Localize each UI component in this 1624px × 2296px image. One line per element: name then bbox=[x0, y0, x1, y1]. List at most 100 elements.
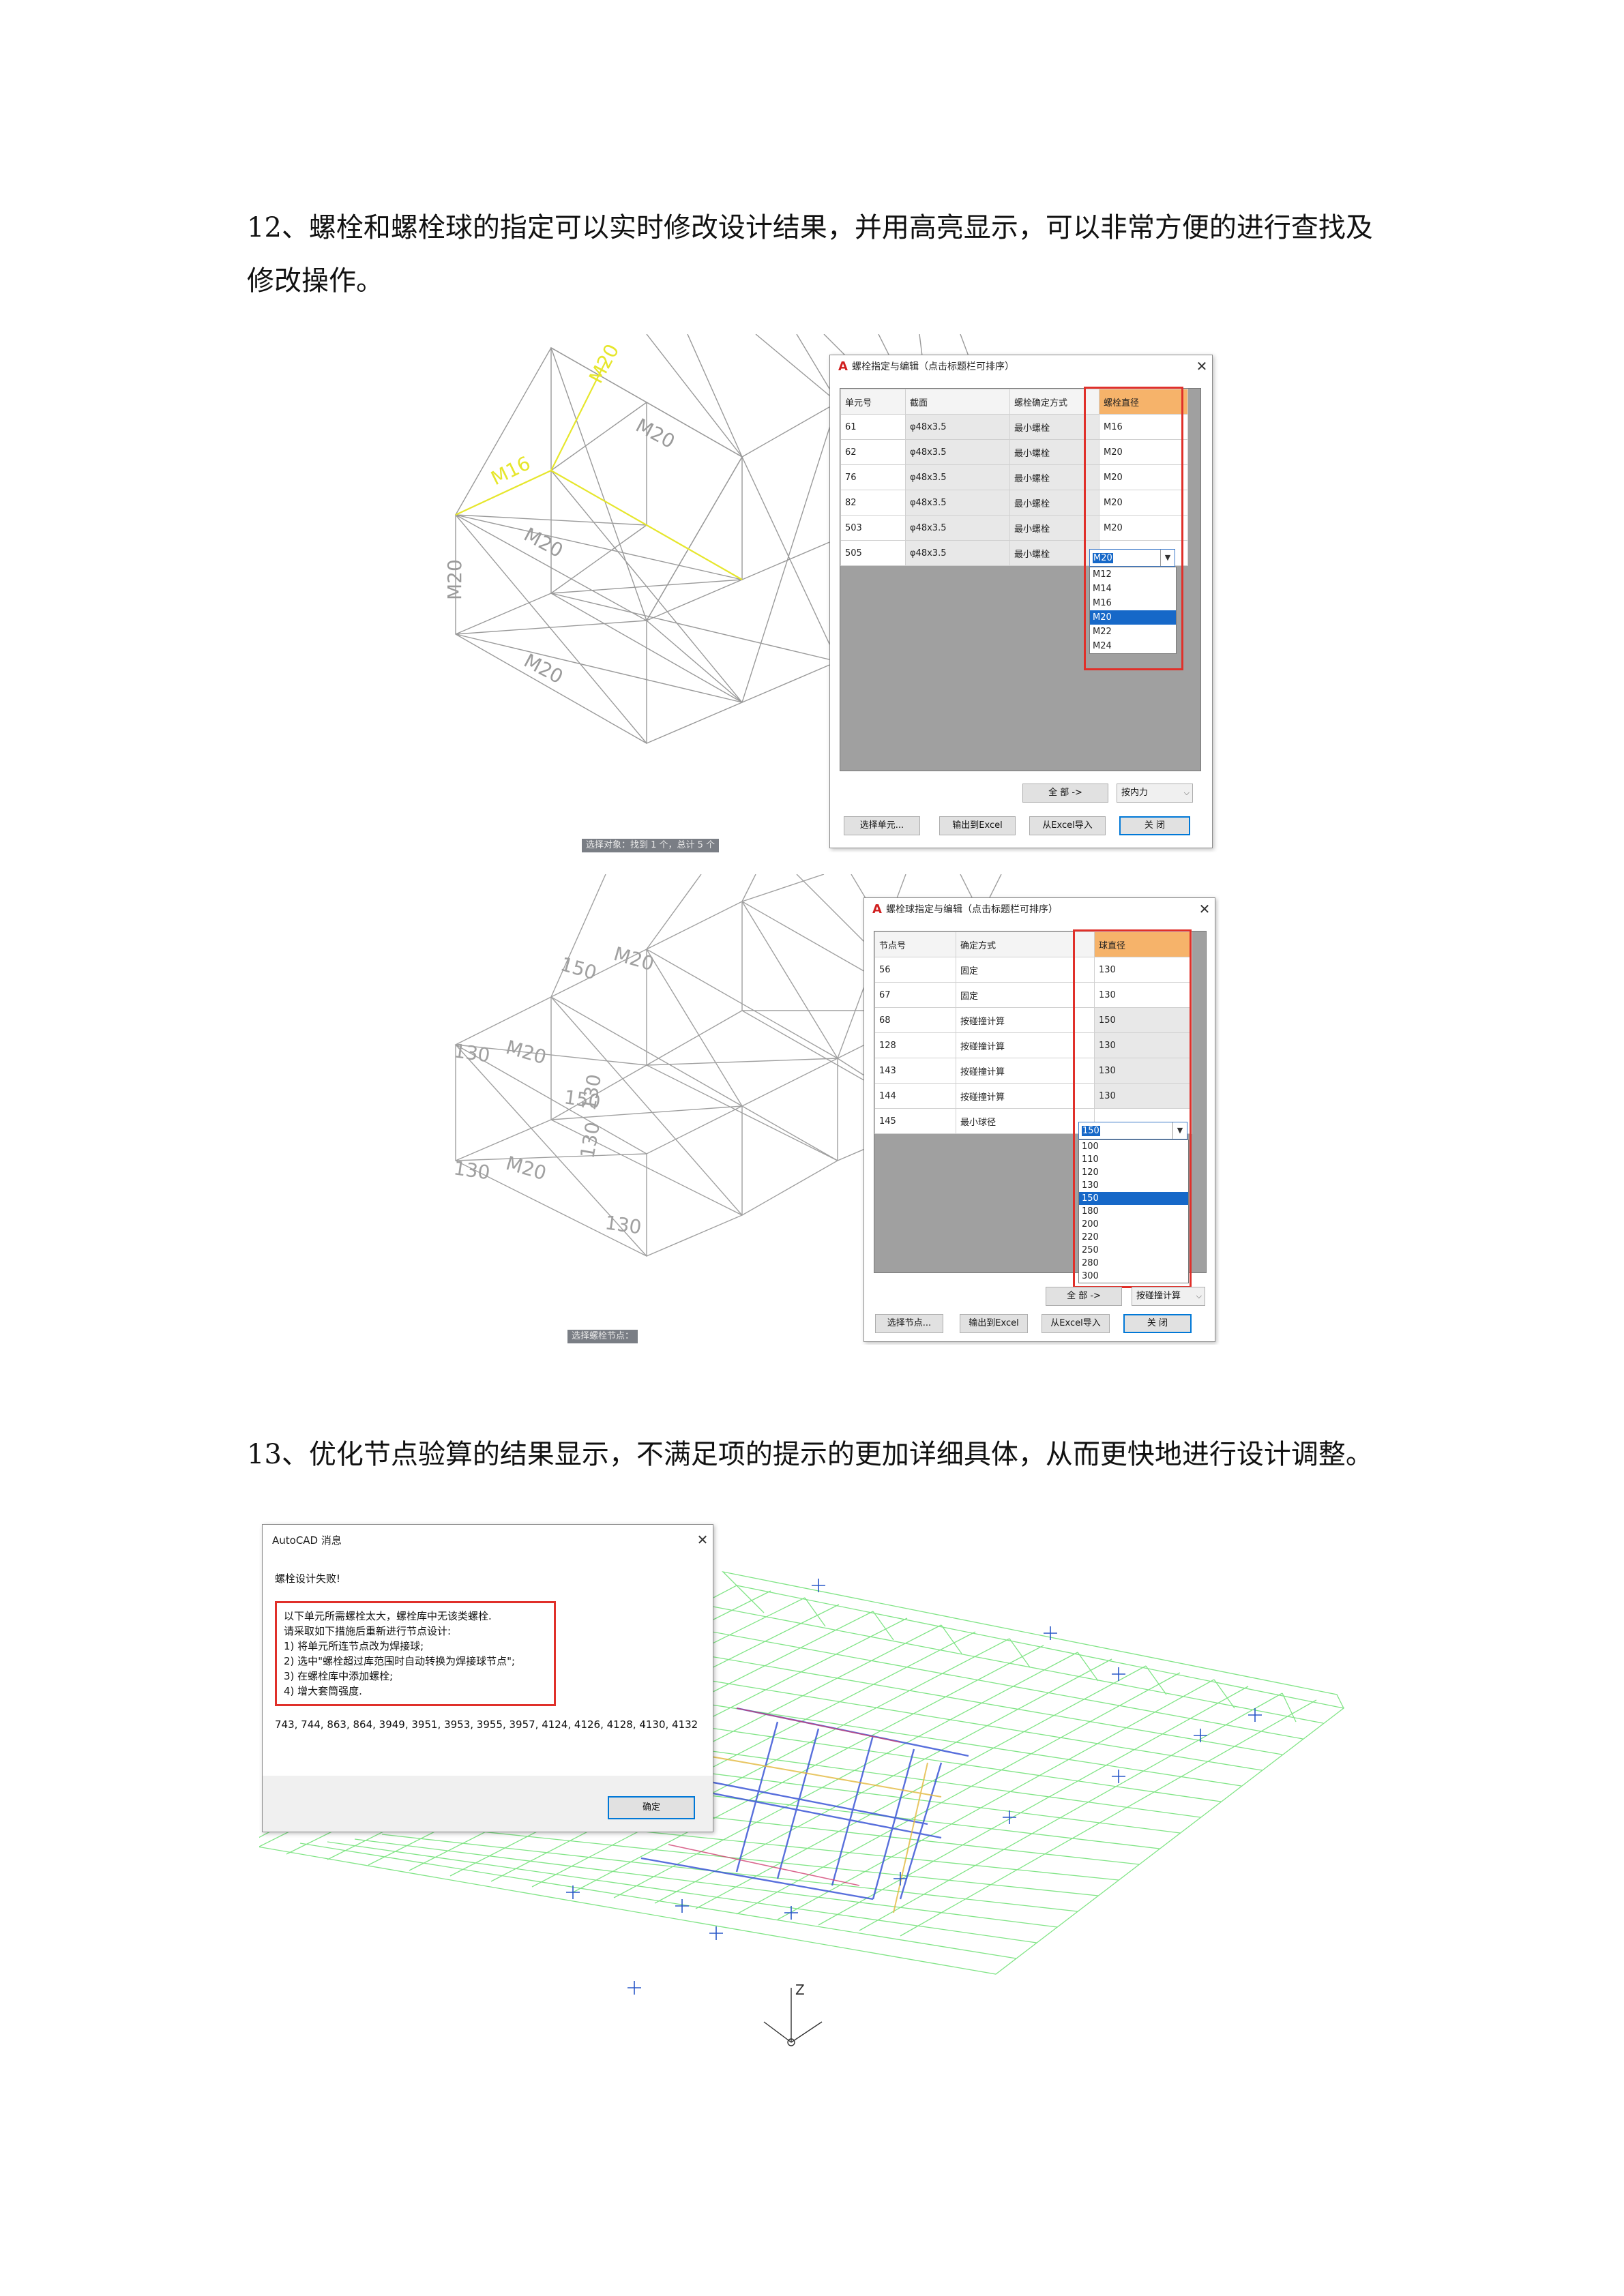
error-detail-box: 以下单元所需螺栓太大，螺栓库中无该类螺栓. 请采取如下措施后重新进行节点设计: … bbox=[275, 1601, 556, 1706]
ok-button[interactable]: 确定 bbox=[608, 1796, 695, 1819]
assign-all-button[interactable]: 全 部 -> bbox=[1022, 784, 1108, 803]
dropdown-option[interactable]: 180 bbox=[1082, 1206, 1099, 1217]
label-150-b: 150 bbox=[563, 1086, 602, 1113]
highlight-box bbox=[1073, 929, 1192, 1288]
section-13-paragraph: 13、优化节点验算的结果显示，不满足项的提示的更加详细具体，从而更快地进行设计调… bbox=[247, 1439, 1373, 1470]
dialog-title: 螺栓球指定与编辑（点击标题栏可排序） bbox=[886, 904, 1058, 915]
table-row[interactable]: 61 φ48x3.5 最小螺栓 M16 bbox=[840, 414, 1188, 440]
diameter-dropdown-list[interactable]: M12 M14 M16 M20 M22 M24 bbox=[1089, 567, 1177, 654]
dropdown-option[interactable]: 280 bbox=[1082, 1258, 1099, 1268]
cell-id: 503 bbox=[840, 515, 906, 541]
export-excel-button[interactable]: 输出到Excel bbox=[939, 816, 1016, 835]
column-header-diameter[interactable]: 螺栓直径 bbox=[1099, 389, 1188, 415]
cell-id: 505 bbox=[840, 540, 906, 566]
dropdown-option-selected[interactable]: 150 bbox=[1079, 1192, 1188, 1205]
dropdown-option-selected[interactable]: M20 bbox=[1090, 610, 1176, 625]
cell-diameter[interactable]: 130 bbox=[1094, 1032, 1192, 1058]
dropdown-option[interactable]: 200 bbox=[1082, 1219, 1099, 1229]
cell-method[interactable]: 固定 bbox=[956, 982, 1095, 1008]
label-130-e: 130 bbox=[604, 1211, 643, 1238]
diameter-dropdown-list[interactable]: 100 110 120 130 150 180 200 220 250 280 … bbox=[1078, 1139, 1189, 1283]
cell-id: 128 bbox=[874, 1032, 956, 1058]
cell-diameter[interactable]: 130 bbox=[1094, 957, 1192, 983]
dropdown-option[interactable]: 220 bbox=[1082, 1232, 1099, 1242]
import-excel-button[interactable]: 从Excel导入 bbox=[1042, 1314, 1110, 1333]
dialog-titlebar[interactable]: A 螺栓球指定与编辑（点击标题栏可排序） ✕ bbox=[864, 898, 1215, 920]
cell-diameter[interactable]: 150 bbox=[1094, 1007, 1192, 1033]
assign-all-button[interactable]: 全 部 -> bbox=[1046, 1287, 1122, 1306]
diameter-combobox[interactable]: M20 ▼ bbox=[1089, 549, 1175, 567]
error-heading: 螺栓设计失败! bbox=[275, 1572, 341, 1585]
cell-diameter[interactable]: 130 bbox=[1094, 982, 1192, 1008]
chevron-down-icon[interactable]: ▼ bbox=[1172, 1122, 1187, 1139]
table-row[interactable]: 82 φ48x3.5 最小螺栓 M20 bbox=[840, 490, 1188, 516]
axis-gizmo bbox=[763, 1988, 823, 2046]
cell-section: φ48x3.5 bbox=[905, 439, 1010, 465]
dropdown-option[interactable]: 300 bbox=[1082, 1271, 1099, 1281]
method-select[interactable]: 按内力 ⌵ bbox=[1117, 784, 1193, 803]
cell-id: 82 bbox=[840, 490, 906, 516]
column-header-diameter[interactable]: 球直径 bbox=[1094, 931, 1192, 957]
cell-section: φ48x3.5 bbox=[905, 540, 1010, 566]
cell-diameter[interactable]: M20 bbox=[1099, 490, 1188, 516]
autocad-logo-icon: A bbox=[838, 359, 848, 374]
dropdown-option[interactable]: M22 bbox=[1093, 627, 1112, 637]
bolt-dialog: A 螺栓指定与编辑（点击标题栏可排序） ✕ 单元号 截面 螺栓确定方式 螺栓直径… bbox=[829, 355, 1213, 848]
dropdown-option[interactable]: 110 bbox=[1082, 1154, 1099, 1165]
dropdown-option[interactable]: 130 bbox=[1082, 1180, 1099, 1191]
close-button[interactable]: 关 闭 bbox=[1119, 816, 1190, 835]
cell-id: 76 bbox=[840, 464, 906, 490]
error-line: 以下单元所需螺栓太大，螺栓库中无该类螺栓. bbox=[284, 1610, 492, 1622]
table-row[interactable]: 503 φ48x3.5 最小螺栓 M20 bbox=[840, 515, 1188, 541]
close-icon[interactable]: ✕ bbox=[1196, 358, 1208, 374]
method-select-value: 按内力 bbox=[1121, 788, 1149, 798]
import-excel-button[interactable]: 从Excel导入 bbox=[1029, 816, 1106, 835]
column-header-element[interactable]: 单元号 bbox=[840, 389, 906, 415]
dropdown-option[interactable]: M12 bbox=[1093, 569, 1112, 580]
dropdown-option[interactable]: M16 bbox=[1093, 598, 1112, 608]
column-header-method[interactable]: 确定方式 bbox=[956, 931, 1095, 957]
dropdown-option[interactable]: M14 bbox=[1093, 584, 1112, 594]
close-button[interactable]: 关 闭 bbox=[1123, 1314, 1192, 1333]
cell-id: 56 bbox=[874, 957, 956, 983]
column-header-node[interactable]: 节点号 bbox=[874, 931, 956, 957]
dialog-titlebar[interactable]: A 螺栓指定与编辑（点击标题栏可排序） ✕ bbox=[830, 355, 1212, 377]
error-line: 3) 在螺栓库中添加螺栓; bbox=[284, 1670, 394, 1682]
cell-diameter[interactable]: M20 bbox=[1099, 439, 1188, 465]
dialog-titlebar[interactable]: AutoCAD 消息 ✕ bbox=[263, 1525, 713, 1555]
dropdown-option[interactable]: 100 bbox=[1082, 1142, 1099, 1152]
cell-method[interactable]: 最小球径 bbox=[956, 1108, 1095, 1134]
cell-diameter[interactable]: M20 bbox=[1099, 464, 1188, 490]
chevron-down-icon: ⌵ bbox=[1196, 1292, 1202, 1300]
cell-id: 61 bbox=[840, 414, 906, 440]
cell-diameter[interactable]: M16 bbox=[1099, 414, 1188, 440]
close-icon[interactable]: ✕ bbox=[696, 1532, 709, 1548]
dropdown-option[interactable]: 250 bbox=[1082, 1245, 1099, 1255]
select-nodes-button[interactable]: 选择节点... bbox=[875, 1314, 943, 1333]
column-header-section[interactable]: 截面 bbox=[905, 389, 1010, 415]
cell-diameter[interactable]: 130 bbox=[1094, 1058, 1192, 1084]
cell-diameter[interactable]: 130 bbox=[1094, 1083, 1192, 1109]
export-excel-button[interactable]: 输出到Excel bbox=[960, 1314, 1028, 1333]
error-line: 1) 将单元所连节点改为焊接球; bbox=[284, 1640, 424, 1652]
close-icon[interactable]: ✕ bbox=[1198, 901, 1211, 917]
cell-method[interactable]: 按碰撞计算 bbox=[956, 1058, 1095, 1084]
diameter-combobox[interactable]: 150 ▼ bbox=[1078, 1122, 1187, 1139]
cell-method[interactable]: 按碰撞计算 bbox=[956, 1007, 1095, 1033]
combobox-value: 150 bbox=[1082, 1126, 1100, 1136]
cad-ball-screenshot: 150 M20 130 M20 150 130 130 M20 130 130 … bbox=[442, 874, 1220, 1345]
dropdown-option[interactable]: 120 bbox=[1082, 1167, 1099, 1178]
label-m16: M16 bbox=[488, 451, 534, 490]
cell-section: φ48x3.5 bbox=[905, 464, 1010, 490]
method-select[interactable]: 按碰撞计算 ⌵ bbox=[1132, 1287, 1205, 1306]
chevron-down-icon[interactable]: ▼ bbox=[1160, 550, 1175, 566]
combobox-value: M20 bbox=[1093, 553, 1113, 563]
method-select-value: 按碰撞计算 bbox=[1136, 1291, 1181, 1301]
dropdown-option[interactable]: M24 bbox=[1093, 641, 1112, 651]
select-elements-button[interactable]: 选择单元... bbox=[844, 816, 920, 835]
